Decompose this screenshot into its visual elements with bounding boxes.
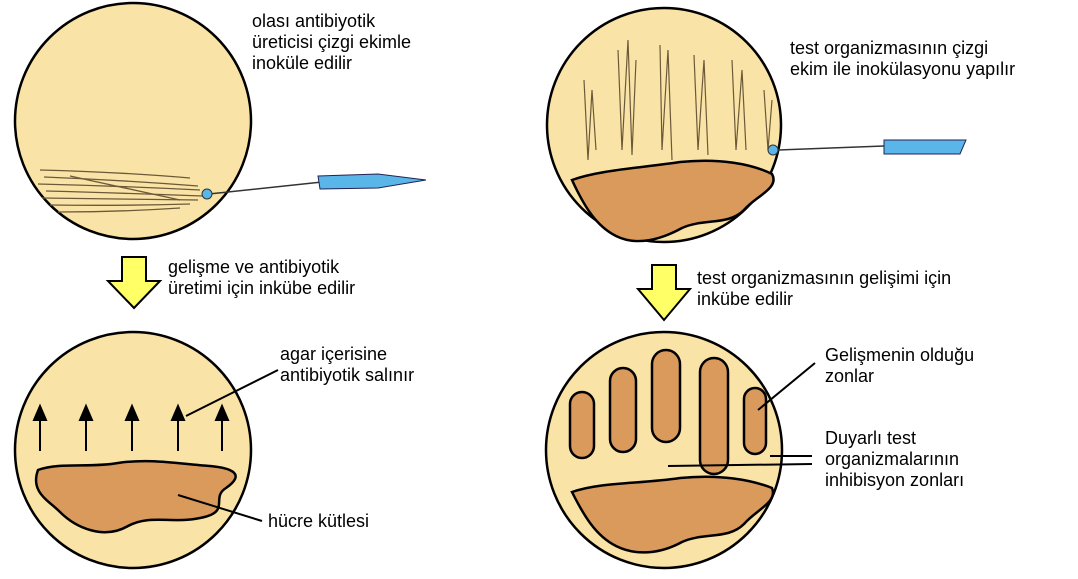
label-cell-mass: hücre kütlesi <box>268 511 369 532</box>
down-arrow-2 <box>638 265 690 320</box>
growth-zone-pointer <box>758 363 815 410</box>
label-step3: test organizmasının çizgi ekim ile inokü… <box>790 38 1015 80</box>
producer-mass <box>572 161 774 241</box>
label-inhibition-zones: Duyarlı test organizmalarının inhibisyon… <box>825 428 964 491</box>
label-step4: test organizmasının gelişimi için inkübe… <box>697 268 951 310</box>
down-arrow-1 <box>108 257 160 308</box>
label-step2: gelişme ve antibiyotik üretimi için inkü… <box>168 257 355 299</box>
label-step1: olası antibiyotik üreticisi çizgi ekimle… <box>252 11 411 74</box>
inoculating-loop <box>768 140 966 155</box>
petri-dish <box>15 3 251 239</box>
label-release: agar içerisine antibiyotik salınır <box>280 344 414 386</box>
plate-4-inhibition-zones <box>546 332 815 568</box>
plate-2-antibiotic-release <box>15 332 278 568</box>
label-growth-zones: Gelişmenin olduğu zonlar <box>825 345 974 387</box>
